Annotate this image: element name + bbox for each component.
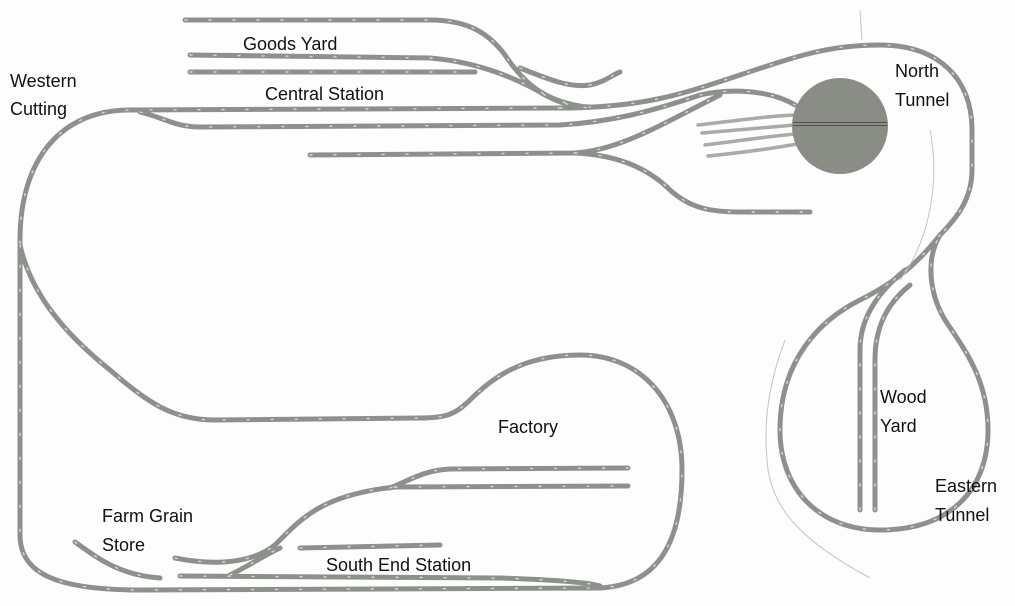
label-wood-yard-1: Wood [880,387,927,407]
track-joint-marks [189,54,591,108]
south-end-line [172,484,398,565]
track-joint-marks [19,107,683,591]
south-end-station-track [177,573,603,589]
label-north-tunnel-1: North [895,61,940,81]
inner-diagonal [17,242,218,423]
track-joint-marks [174,486,396,563]
engine-shed-spur-4 [706,142,799,158]
goods-yard-headshunt [517,65,623,89]
south-end-siding [297,542,443,551]
track-joint-marks [299,544,441,549]
label-goods-yard: Goods Yard [243,34,338,54]
farm-grain-siding [72,539,163,581]
south-end-crossover [227,545,283,578]
label-western-cutting-2: Cutting [10,99,68,119]
north-line [557,42,975,238]
track-joint-marks [699,90,796,106]
label-eastern-tunnel-1: Eastern [935,476,998,496]
track-joint-marks [394,485,629,488]
label-wood-yard-2: Yard [880,416,917,436]
label-western-cutting-1: Western [10,71,77,91]
tunnel-boundary-north [859,9,935,281]
label-farm-grain-store-1: Farm Grain [102,506,194,526]
track-joint-marks [519,67,621,87]
label-central-station: Central Station [265,84,385,104]
track-joint-marks [859,269,906,511]
label-eastern-tunnel-2: Tunnel [935,505,990,525]
track-joint-marks [139,94,701,128]
label-south-end-station: South End Station [326,555,472,575]
engine-shed-spur-2 [700,123,797,135]
track-joint-marks [779,234,989,531]
label-factory: Factory [498,417,559,437]
wood-yard-siding-2 [872,282,913,513]
engine-shed-spur-1 [696,113,797,127]
factory-siding-2 [392,483,631,490]
track-joint-marks [19,244,216,421]
tunnel-boundary-east [765,339,871,579]
label-farm-grain-store-2: Store [102,535,146,555]
label-north-tunnel-2: Tunnel [895,90,950,110]
track-joint-marks [179,575,601,587]
branch-to-east-siding [572,150,813,215]
engine-shed-spur-3 [703,132,797,147]
